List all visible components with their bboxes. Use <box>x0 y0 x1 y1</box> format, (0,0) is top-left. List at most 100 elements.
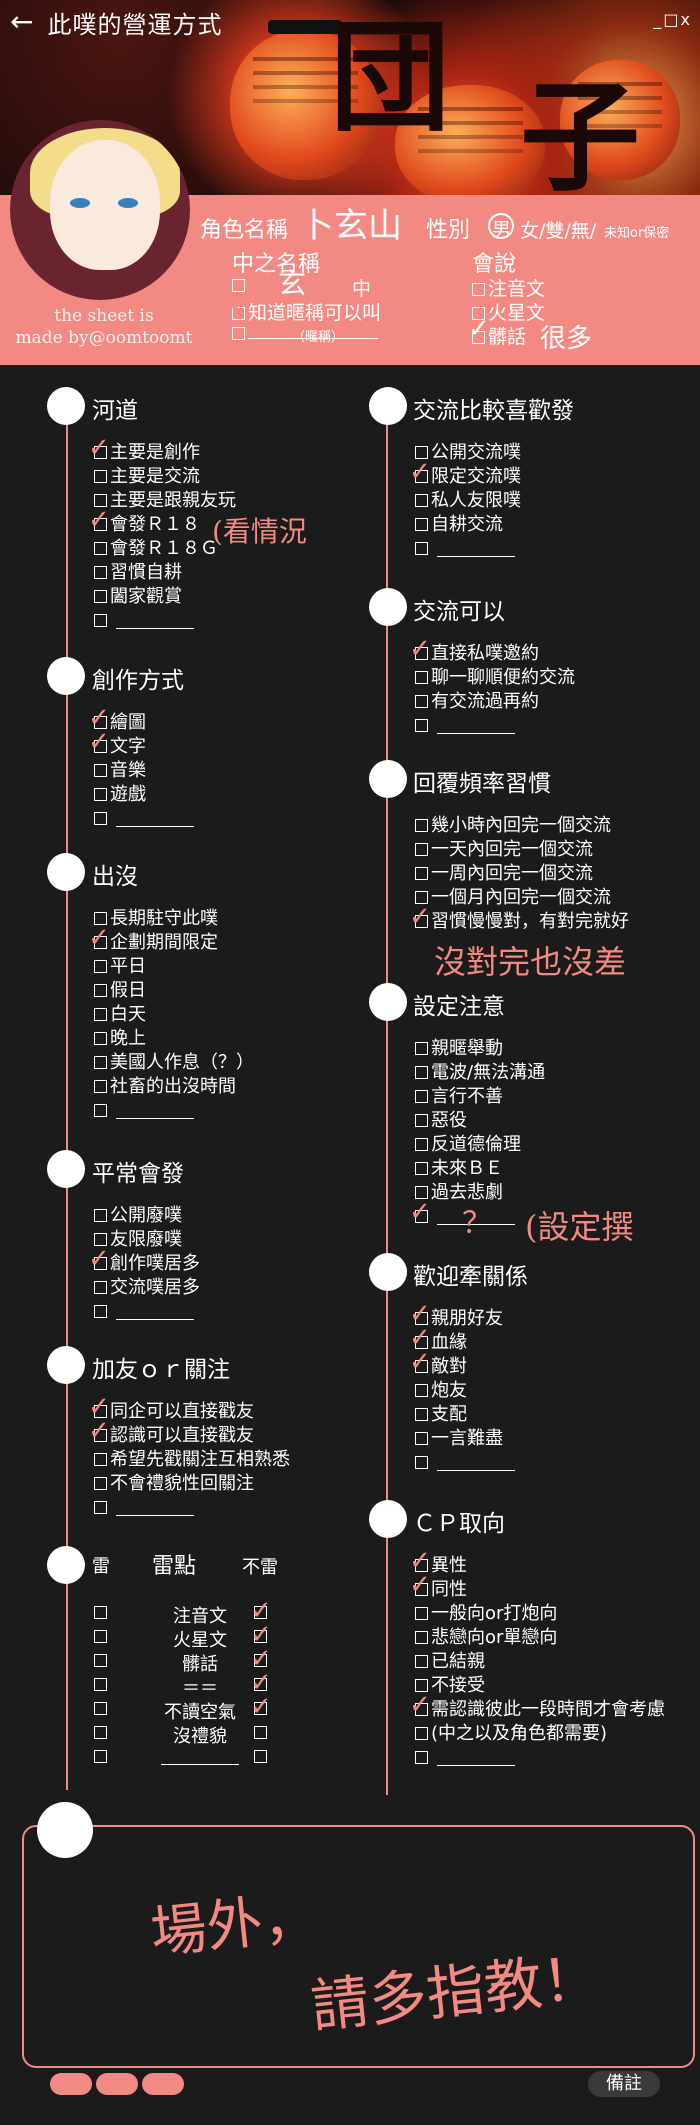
checkbox-icon[interactable] <box>94 1209 107 1222</box>
checkbox-option[interactable]: 炮友 <box>415 1380 467 1402</box>
checkbox-option[interactable]: 敵對 <box>415 1356 467 1378</box>
checkbox-option[interactable]: 創作噗居多 <box>94 1253 200 1275</box>
checkbox-option[interactable]: 私人友限噗 <box>415 490 521 512</box>
checkbox-option[interactable]: 公開交流噗 <box>415 442 521 464</box>
checkbox-option[interactable]: 同性 <box>415 1579 467 1601</box>
checkbox-icon[interactable] <box>415 1559 428 1572</box>
checkbox-icon[interactable] <box>415 1583 428 1596</box>
thunder-right-checkbox[interactable] <box>254 1606 267 1619</box>
checkbox-icon[interactable] <box>415 1655 428 1668</box>
thunder-left-checkbox[interactable] <box>94 1678 107 1691</box>
checkbox-option[interactable] <box>415 1747 515 1769</box>
checkbox-option[interactable]: 交流噗居多 <box>94 1277 200 1299</box>
checkbox-option[interactable]: 惡役 <box>415 1110 467 1132</box>
checkbox-icon[interactable] <box>94 1257 107 1270</box>
checkbox-option[interactable]: 音樂 <box>94 760 146 782</box>
checkbox-icon[interactable] <box>415 867 428 880</box>
checkbox-option[interactable]: 不接受 <box>415 1675 485 1697</box>
checkbox-option[interactable]: 繪圖 <box>94 712 146 734</box>
back-arrow-icon[interactable]: ← <box>10 5 34 38</box>
checkbox-icon[interactable] <box>94 764 107 777</box>
checkbox-option[interactable] <box>415 1206 515 1228</box>
checkbox-option[interactable] <box>94 1100 194 1122</box>
checkbox-icon[interactable] <box>415 915 428 928</box>
checkbox-icon[interactable] <box>415 1607 428 1620</box>
speak-option-1[interactable]: 注音文 <box>472 274 545 301</box>
checkbox-option[interactable]: 電波/無法溝通 <box>415 1062 545 1084</box>
checkbox-icon[interactable] <box>94 1305 107 1318</box>
checkbox-option[interactable]: 美國人作息（？） <box>94 1052 254 1074</box>
checkbox-icon[interactable] <box>94 984 107 997</box>
checkbox-icon[interactable] <box>94 470 107 483</box>
thunder-right-checkbox[interactable] <box>254 1726 267 1739</box>
footer-pill-1[interactable] <box>50 2073 92 2095</box>
checkbox-icon[interactable] <box>94 1056 107 1069</box>
thunder-left-checkbox[interactable] <box>94 1702 107 1715</box>
checkbox-option[interactable]: 直接私噗邀約 <box>415 643 539 665</box>
thunder-right-checkbox[interactable] <box>254 1678 267 1691</box>
checkbox-option[interactable]: 一般向or打炮向 <box>415 1603 557 1625</box>
checkbox-icon[interactable] <box>94 566 107 579</box>
checkbox-option[interactable]: 文字 <box>94 736 146 758</box>
checkbox-option[interactable]: (中之以及角色都需要) <box>415 1723 607 1745</box>
checkbox-option[interactable]: 不會禮貌性回關注 <box>94 1473 254 1495</box>
thunder-left-checkbox[interactable] <box>94 1654 107 1667</box>
checkbox-option[interactable] <box>415 715 515 737</box>
checkbox-icon[interactable] <box>415 1210 428 1223</box>
checkbox-option[interactable]: 會發Ｒ１８Ｇ <box>94 538 218 560</box>
zhong-option-2[interactable]: 知道暱稱可以叫 <box>232 298 381 325</box>
checkbox-option[interactable]: 血緣 <box>415 1332 467 1354</box>
checkbox-option[interactable]: 需認識彼此一段時間才會考慮 <box>415 1699 665 1721</box>
checkbox-option[interactable] <box>94 610 194 632</box>
zhong-option-1[interactable] <box>232 274 248 296</box>
checkbox-icon[interactable] <box>415 1408 428 1421</box>
checkbox-icon[interactable] <box>415 1631 428 1644</box>
checkbox-icon[interactable] <box>94 518 107 531</box>
checkbox-option[interactable]: 幾小時內回完一個交流 <box>415 815 611 837</box>
memo-button[interactable]: 備註 <box>588 2071 660 2097</box>
checkbox-option[interactable]: 白天 <box>94 1004 146 1026</box>
checkbox-icon[interactable] <box>415 1312 428 1325</box>
checkbox-icon[interactable] <box>94 1080 107 1093</box>
checkbox-icon[interactable] <box>94 1501 107 1514</box>
checkbox-icon[interactable] <box>415 470 428 483</box>
checkbox-icon[interactable] <box>415 1703 428 1716</box>
checkbox-option[interactable]: 遊戲 <box>94 784 146 806</box>
checkbox-option[interactable]: 長期駐守此噗 <box>94 908 218 930</box>
checkbox-icon[interactable] <box>415 1114 428 1127</box>
checkbox-icon[interactable] <box>94 446 107 459</box>
checkbox-icon[interactable] <box>415 542 428 555</box>
thunder-left-checkbox[interactable] <box>94 1630 107 1643</box>
checkbox-icon[interactable] <box>94 494 107 507</box>
checkbox-icon[interactable] <box>94 1429 107 1442</box>
checkbox-icon[interactable] <box>415 843 428 856</box>
checkbox-option[interactable]: 會發Ｒ１８ <box>94 514 200 536</box>
thunder-left-checkbox[interactable] <box>94 1726 107 1739</box>
checkbox-icon[interactable] <box>415 446 428 459</box>
checkbox-option[interactable]: 已結親 <box>415 1651 485 1673</box>
checkbox-option[interactable]: 反道德倫理 <box>415 1134 521 1156</box>
checkbox-option[interactable] <box>94 1301 194 1323</box>
checkbox-icon[interactable] <box>415 1186 428 1199</box>
checkbox-icon[interactable] <box>415 518 428 531</box>
checkbox-icon[interactable] <box>94 1104 107 1117</box>
checkbox-option[interactable]: 習慣慢慢對，有對完就好 <box>415 911 629 933</box>
checkbox-option[interactable]: 主要是跟親友玩 <box>94 490 236 512</box>
checkbox-icon[interactable] <box>415 719 428 732</box>
checkbox-icon[interactable] <box>94 1008 107 1021</box>
checkbox-option[interactable]: 社畜的出沒時間 <box>94 1076 236 1098</box>
checkbox-option[interactable] <box>94 1497 194 1519</box>
checkbox-option[interactable]: 支配 <box>415 1404 467 1426</box>
checkbox-option[interactable] <box>94 808 194 830</box>
checkbox-icon[interactable] <box>415 819 428 832</box>
footer-pill-3[interactable] <box>142 2073 184 2095</box>
checkbox-icon[interactable] <box>94 542 107 555</box>
checkbox-option[interactable]: 親朋好友 <box>415 1308 503 1330</box>
thunder-left-checkbox[interactable] <box>94 1606 107 1619</box>
checkbox-option[interactable]: 闔家觀賞 <box>94 586 182 608</box>
checkbox-option[interactable]: 自耕交流 <box>415 514 503 536</box>
checkbox-icon[interactable] <box>94 788 107 801</box>
checkbox-icon[interactable] <box>415 647 428 660</box>
window-controls[interactable]: _□x <box>653 10 692 29</box>
checkbox-icon[interactable] <box>94 1281 107 1294</box>
